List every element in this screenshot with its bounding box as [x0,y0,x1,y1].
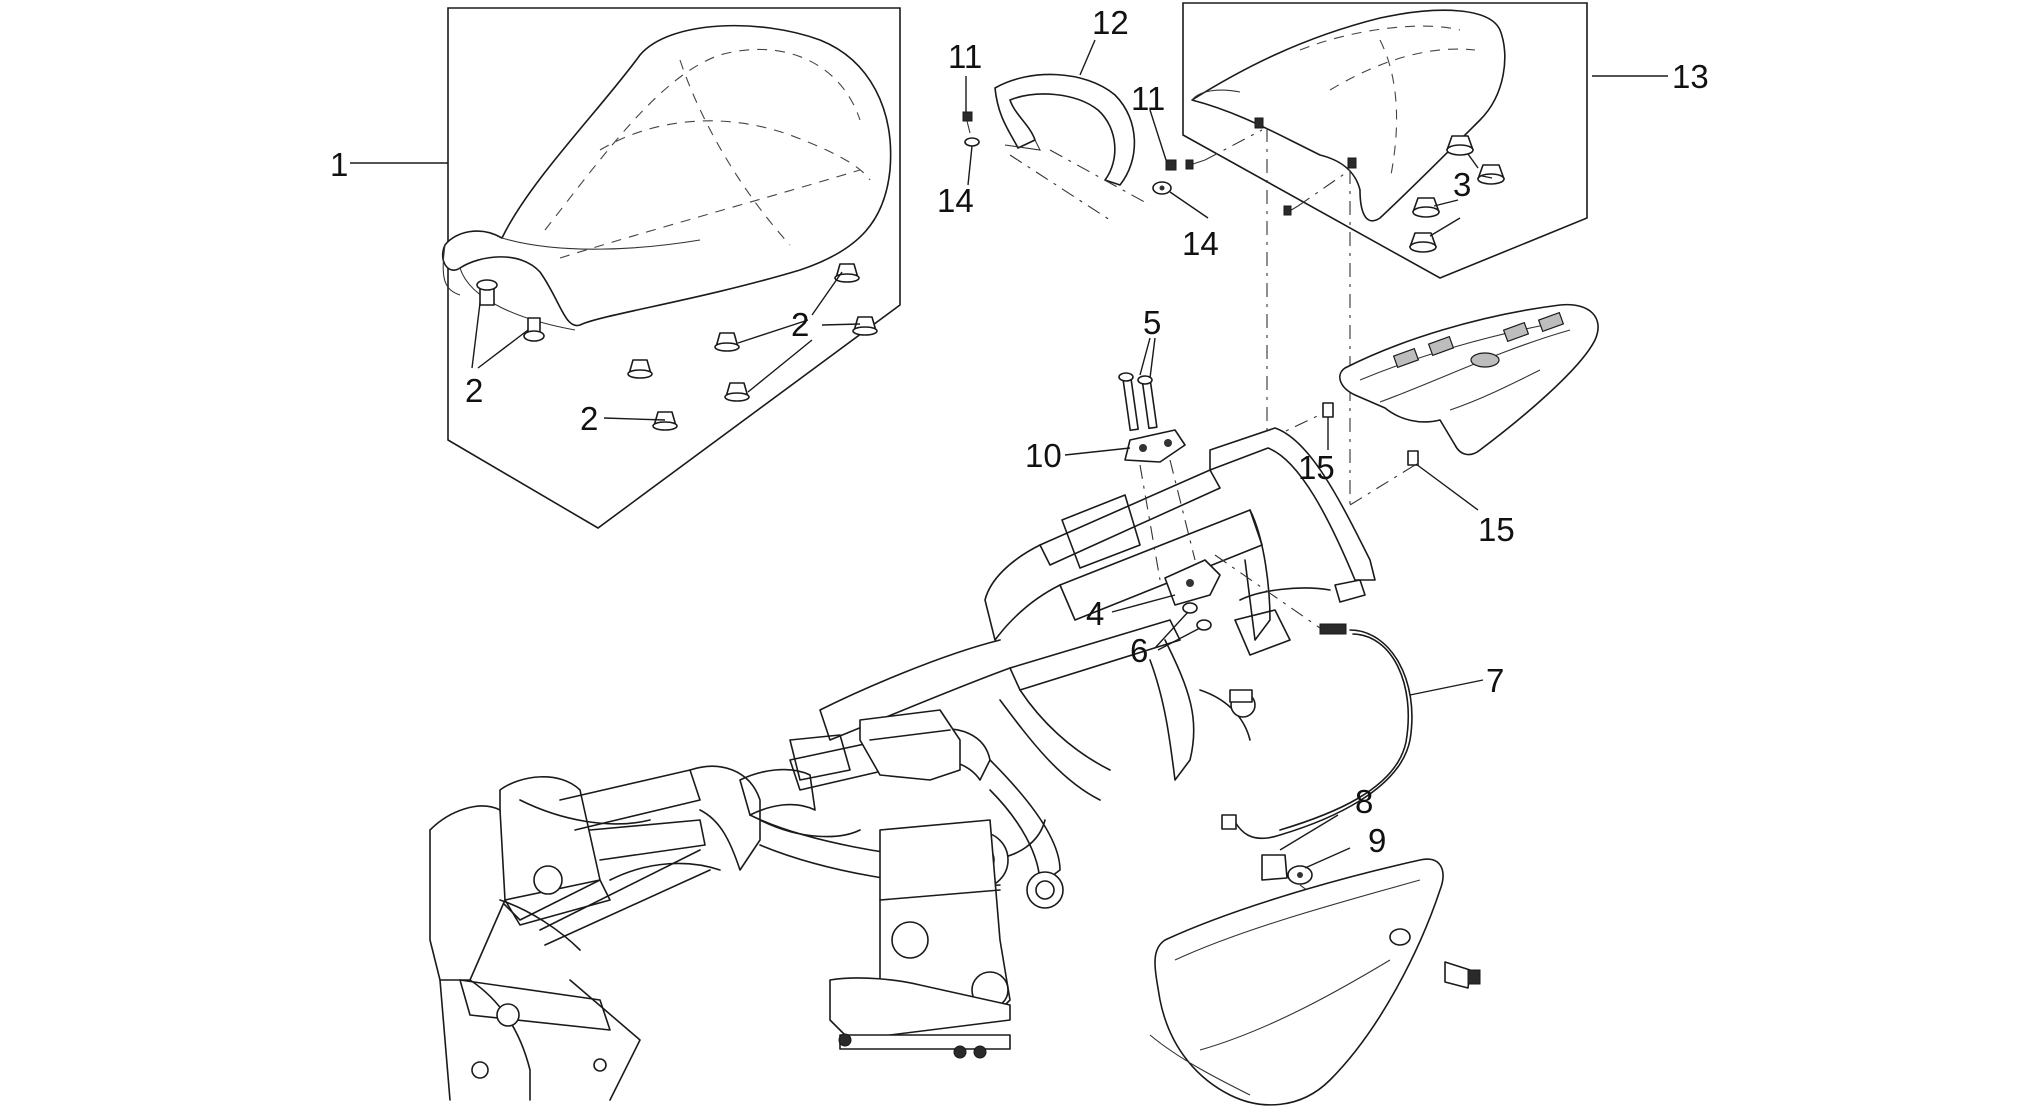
callout-2b: 2 [580,400,598,437]
callout-8: 8 [1355,783,1373,820]
seat-pin-left-1 [476,279,498,306]
bolts-5 [1118,372,1158,432]
grab-handle [994,73,1136,186]
callout-11b: 11 [1131,80,1165,117]
screw-left [962,111,980,147]
nuts-6 [1182,602,1212,631]
callout-2a: 2 [465,372,483,409]
clip-15-right [1407,450,1419,466]
cover-kit-box [1182,2,1588,279]
callout-15b: 15 [1478,511,1515,548]
seat-kit-box [447,7,901,529]
cowl-screws [1185,159,1299,216]
callout-13: 13 [1672,58,1709,95]
callout-12: 12 [1092,4,1129,41]
rider-seat [441,24,892,331]
grommet-9 [1287,865,1313,885]
callout-9: 9 [1368,822,1386,859]
callout-11a: 11 [948,38,982,75]
callout-15a: 15 [1298,449,1335,486]
callout-5: 5 [1143,304,1161,341]
callout-3: 3 [1453,166,1471,203]
seat-tray [1339,303,1599,456]
motorcycle-frame [429,427,1376,1101]
clip-15-left [1322,402,1334,418]
seat-grommets [627,263,878,431]
callout-10: 10 [1025,437,1062,474]
callout-14b: 14 [1182,225,1219,262]
cover-screw [1444,961,1481,989]
callout-2c: 2 [791,306,809,343]
seat-release-cable [1221,623,1413,840]
passenger-seat-cowl [1191,9,1506,222]
callout-14a: 14 [937,182,974,219]
callout-6: 6 [1130,632,1148,669]
callout-1: 1 [330,146,348,183]
callout-4: 4 [1086,595,1104,632]
screw-right [1152,159,1177,195]
side-cover [1149,858,1444,1106]
bracket-8 [1261,854,1288,881]
bracket-10 [1124,429,1186,463]
callout-7: 7 [1486,662,1504,699]
cover-nuts [1409,135,1505,253]
seat-pin-left-2 [523,317,545,342]
